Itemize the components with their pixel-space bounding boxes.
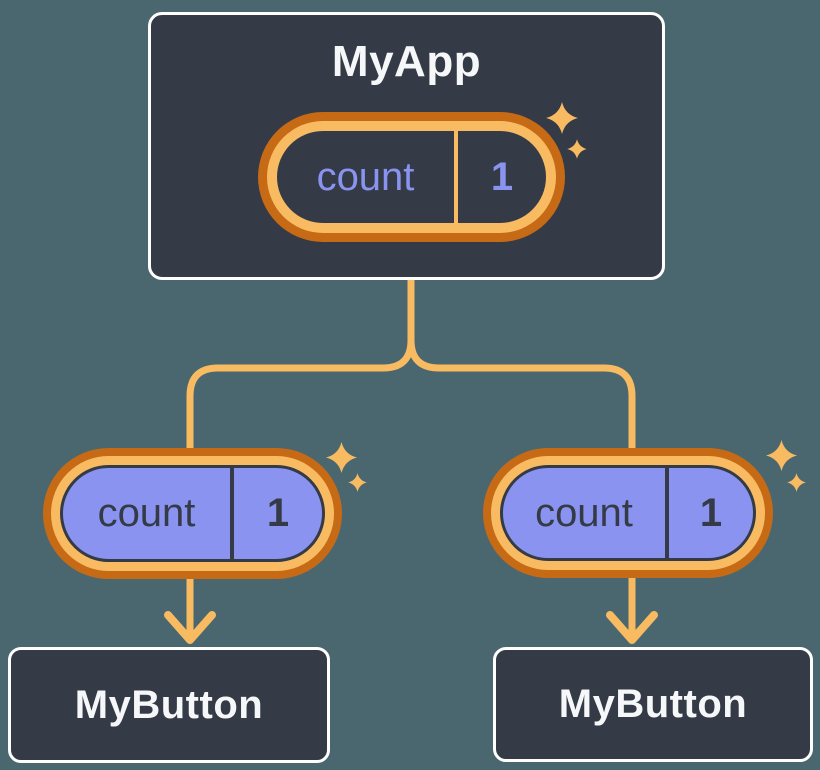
state-pill-body: count 1 bbox=[277, 131, 546, 223]
child-component-title: MyButton bbox=[558, 682, 748, 726]
child-component-node-right: MyButton bbox=[493, 647, 813, 762]
sparkle-icon bbox=[765, 439, 798, 472]
branch-line-right bbox=[407, 277, 636, 637]
sparkle-icon bbox=[567, 139, 587, 159]
state-name-label: count bbox=[316, 154, 415, 199]
prop-name-label: count bbox=[97, 491, 196, 535]
arrowhead-icon bbox=[164, 611, 216, 644]
prop-value: 1 bbox=[699, 490, 723, 535]
prop-pill-ring: count 1 bbox=[51, 456, 334, 571]
pill-divider bbox=[454, 131, 458, 223]
child-component-title: MyButton bbox=[74, 682, 264, 727]
prop-pill-body: count 1 bbox=[500, 465, 756, 561]
pill-divider bbox=[230, 468, 234, 559]
sparkle-icon bbox=[348, 473, 367, 492]
state-pill-ring: count 1 bbox=[267, 121, 556, 233]
prop-pill-body: count 1 bbox=[60, 465, 325, 562]
sparkle-icon bbox=[787, 473, 806, 492]
state-value: 1 bbox=[490, 154, 514, 199]
prop-name-label: count bbox=[535, 490, 633, 535]
child-component-node-left: MyButton bbox=[8, 647, 330, 763]
prop-value: 1 bbox=[266, 491, 290, 535]
state-pill-root: count 1 bbox=[258, 112, 565, 242]
prop-pill-right: count 1 bbox=[483, 448, 773, 578]
root-component-title: MyApp bbox=[331, 37, 482, 86]
pill-divider bbox=[665, 468, 669, 558]
prop-pill-left: count 1 bbox=[43, 448, 342, 579]
arrowhead-icon bbox=[606, 611, 658, 644]
sparkle-icon bbox=[325, 441, 358, 474]
sparkle-icon bbox=[546, 102, 578, 134]
prop-pill-ring: count 1 bbox=[491, 456, 765, 570]
